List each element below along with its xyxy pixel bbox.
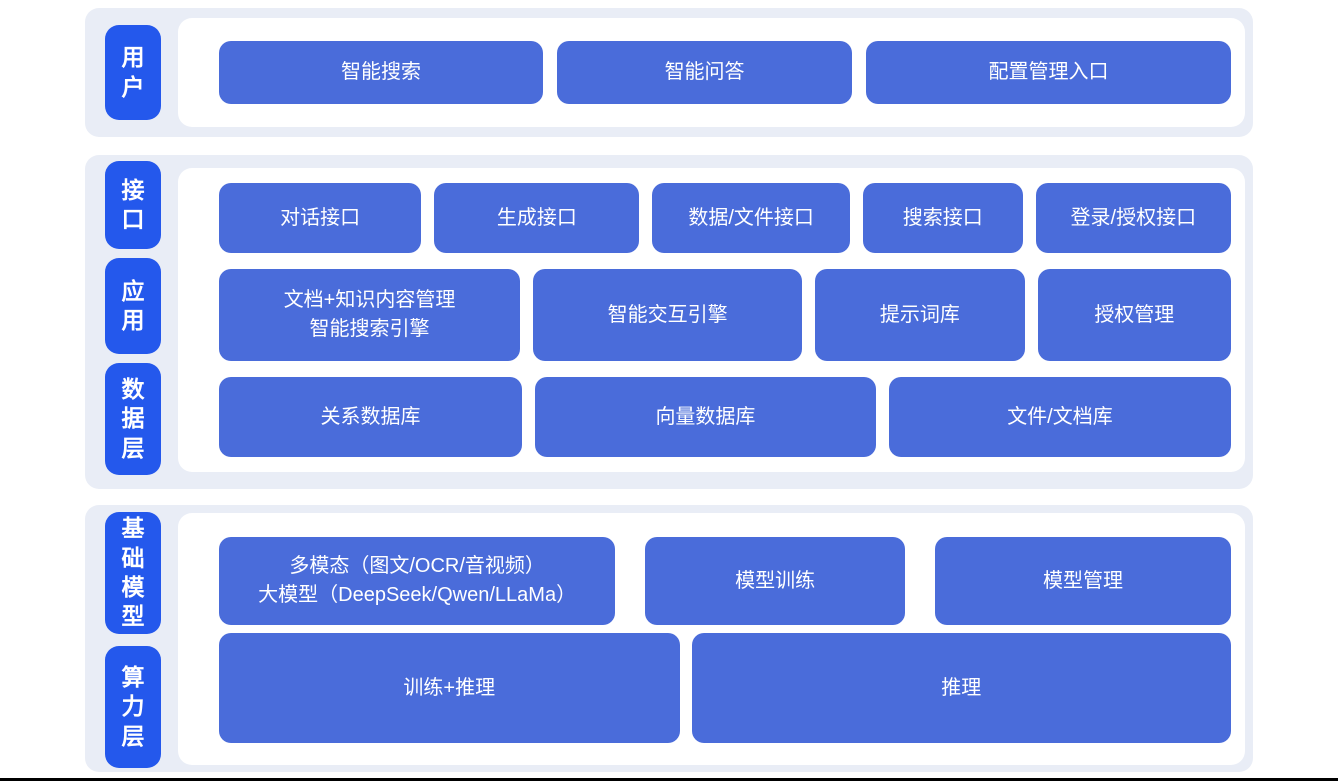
foundation-model-row: 多模态（图文/OCR/音视频） 大模型（DeepSeek/Qwen/LLaMa）… [219,537,1231,625]
block-data-file-api: 数据/文件接口 [652,183,850,253]
middle-layers-panel: 对话接口 生成接口 数据/文件接口 搜索接口 登录/授权接口 文档+知识内容管理… [178,168,1245,472]
compute-layer-row: 训练+推理 推理 [219,633,1231,743]
section-foundation-layers: 基础模型 算力层 多模态（图文/OCR/音视频） 大模型（DeepSeek/Qw… [85,505,1253,772]
block-login-auth-api: 登录/授权接口 [1035,183,1231,253]
layer-label-foundation-model: 基础模型 [105,512,161,634]
application-layer-row: 文档+知识内容管理 智能搜索引擎 智能交互引擎 提示词库 授权管理 [219,269,1232,361]
layer-label-user: 用户 [105,25,161,120]
section-user-layer: 用户 智能搜索 智能问答 配置管理入口 [85,8,1253,137]
layer-label-data-text: 数据层 [121,375,145,461]
section-middle-layers: 接口 应用 数据层 对话接口 生成接口 数据/文件接口 搜索接口 登录/授权接口… [85,155,1253,489]
block-inference: 推理 [691,633,1231,743]
block-relational-database: 关系数据库 [219,377,522,457]
block-multimodal-llm: 多模态（图文/OCR/音视频） 大模型（DeepSeek/Qwen/LLaMa） [219,537,616,625]
block-dialog-api: 对话接口 [219,183,422,253]
block-model-management: 模型管理 [935,537,1231,625]
block-authorization-management: 授权管理 [1037,269,1232,361]
foundation-layers-panel: 多模态（图文/OCR/音视频） 大模型（DeepSeek/Qwen/LLaMa）… [178,513,1245,765]
block-model-training: 模型训练 [645,537,906,625]
user-layer-row: 智能搜索 智能问答 配置管理入口 [219,41,1231,104]
block-intelligent-search: 智能搜索 [219,41,544,104]
block-generation-api: 生成接口 [434,183,640,253]
block-file-document-store: 文件/文档库 [888,377,1231,457]
layer-label-api: 接口 [105,161,161,249]
bottom-border-line [0,778,1338,781]
block-intelligent-qa: 智能问答 [557,41,853,104]
layer-label-api-text: 接口 [121,176,145,232]
layer-label-compute-text: 算力层 [121,663,145,749]
user-layer-label-column: 用户 [105,8,161,137]
block-config-management-entry: 配置管理入口 [866,41,1231,104]
layer-label-user-text: 用户 [121,44,145,100]
block-prompt-library: 提示词库 [815,269,1025,361]
block-vector-database: 向量数据库 [534,377,876,457]
block-training-inference: 训练+推理 [219,633,680,743]
layer-label-foundation-model-text: 基础模型 [121,515,145,630]
layer-label-compute: 算力层 [105,646,161,768]
middle-layers-label-column: 接口 应用 数据层 [105,155,161,489]
layer-label-application: 应用 [105,258,161,354]
block-intelligent-interaction-engine: 智能交互引擎 [533,269,803,361]
block-doc-knowledge-search-engine: 文档+知识内容管理 智能搜索引擎 [219,269,521,361]
layer-label-application-text: 应用 [121,277,145,333]
foundation-layers-label-column: 基础模型 算力层 [105,505,161,772]
layer-label-data: 数据层 [105,363,161,475]
block-search-api: 搜索接口 [862,183,1023,253]
user-layer-panel: 智能搜索 智能问答 配置管理入口 [178,18,1245,127]
data-layer-row: 关系数据库 向量数据库 文件/文档库 [219,377,1231,457]
api-layer-row: 对话接口 生成接口 数据/文件接口 搜索接口 登录/授权接口 [219,183,1231,253]
